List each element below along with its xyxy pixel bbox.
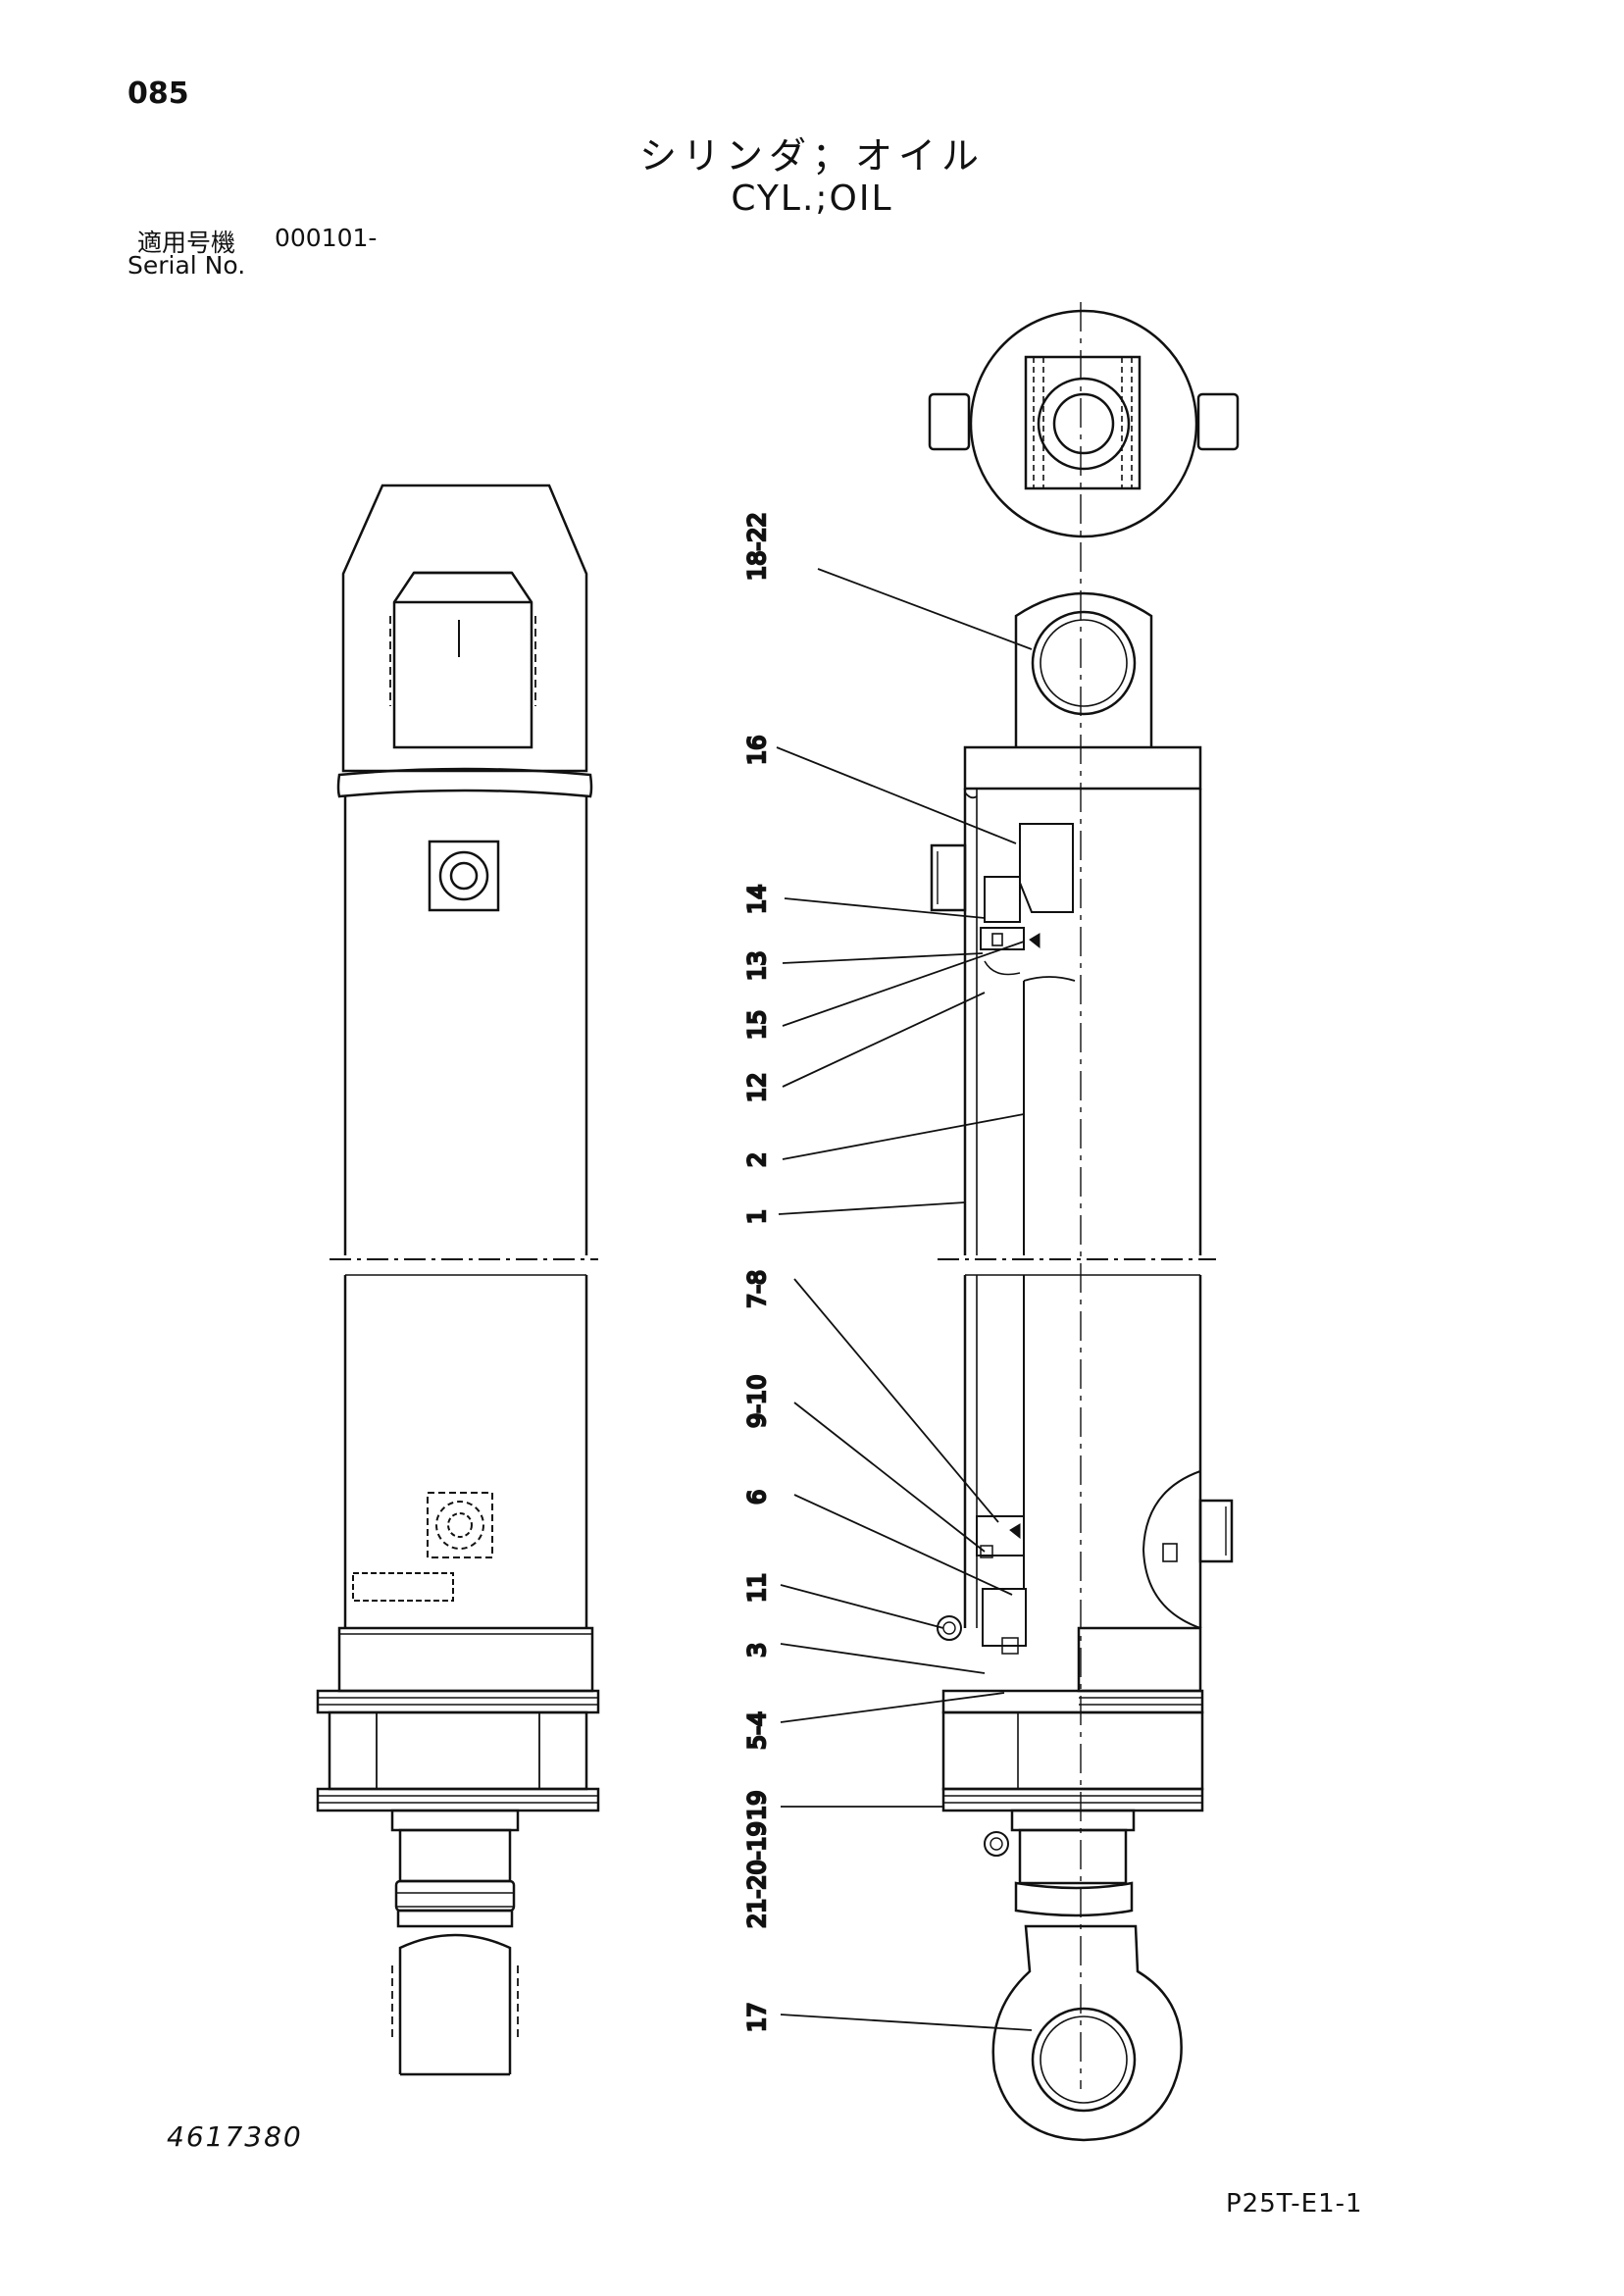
page-code: P25T-E1-1	[1226, 2189, 1363, 2219]
callout-label: 21-20-19	[743, 1821, 771, 1928]
callout-label: 19	[743, 1790, 771, 1820]
serial-label-japanese: 適用号機	[137, 229, 236, 257]
callout-label: 18-22	[743, 512, 771, 581]
callout-label: 5-4	[743, 1711, 771, 1750]
callout-label: 7-8	[743, 1270, 771, 1308]
callout-label: 16	[743, 735, 771, 765]
callout-labels: 18-22 16 14 13 15 12 2 1 7-8 9-10 6 11 3…	[742, 511, 773, 2033]
callout-label: 3	[743, 1643, 771, 1658]
drawing-number: 4617380	[167, 2120, 303, 2153]
title-english: CYL.;OIL	[731, 179, 893, 219]
side-view-exterior	[316, 484, 600, 2076]
serial-number-value: 000101-	[275, 224, 378, 252]
callout-label: 12	[743, 1072, 771, 1102]
callout-label: 1	[743, 1209, 771, 1224]
title-japanese: シリンダ；オイル	[638, 134, 985, 178]
page-number: 085	[127, 77, 189, 111]
callout-label: 6	[743, 1490, 771, 1505]
callout-label: 13	[743, 950, 771, 981]
callout-label: 17	[743, 2002, 771, 2032]
callout-label: 11	[743, 1572, 771, 1603]
callout-label: 15	[743, 1009, 771, 1040]
leader-lines	[776, 568, 1033, 2031]
callout-label: 14	[743, 884, 771, 914]
section-view	[928, 302, 1240, 2142]
callout-label: 2	[743, 1152, 771, 1167]
callout-label: 9-10	[743, 1375, 771, 1428]
serial-label-english: Serial No.	[127, 251, 246, 280]
